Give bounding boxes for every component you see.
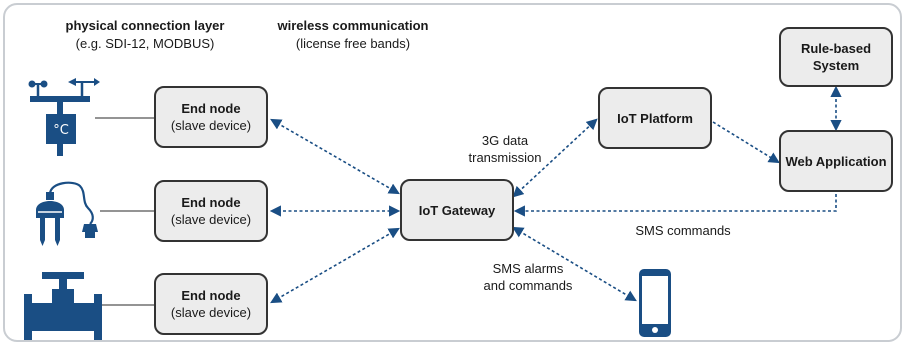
end-node-2-subtitle: (slave device) (170, 212, 252, 227)
end-node-1[interactable]: End node (slave device) (154, 86, 268, 148)
label-3g-data: 3G data transmission (450, 132, 560, 166)
iot-gateway-title: IoT Gateway (418, 202, 496, 218)
link-end-node-3-gateway (270, 227, 400, 304)
end-node-3-subtitle: (slave device) (170, 305, 252, 320)
wireless-subtitle: (license free bands) (295, 36, 411, 51)
physical-layer-header: physical connection layer (e.g. SDI-12, … (40, 17, 250, 53)
link-webapp-gateway (513, 194, 837, 217)
physical-layer-subtitle: (e.g. SDI-12, MODBUS) (75, 36, 215, 51)
end-node-3-title: End node (181, 288, 241, 303)
label-sms-alarms-line1: SMS alarms (492, 261, 564, 276)
wireless-title: wireless communication (277, 18, 429, 33)
end-node-2[interactable]: End node (slave device) (154, 180, 268, 242)
label-3g-data-line2: transmission (468, 150, 542, 165)
end-node-3[interactable]: End node (slave device) (154, 273, 268, 335)
link-platform-webapp (712, 121, 780, 164)
soil-moisture-sensor-icon (36, 181, 98, 246)
link-end-node-1-gateway (270, 118, 400, 195)
label-sms-alarms: SMS alarms and commands (468, 260, 588, 294)
water-valve-icon (24, 272, 102, 340)
label-sms-commands: SMS commands (618, 222, 748, 239)
rule-based-system-title: Rule-based System (800, 41, 872, 73)
web-application-title: Web Application (785, 153, 887, 169)
diagram-frame (3, 3, 902, 342)
iot-platform-node[interactable]: IoT Platform (598, 87, 712, 149)
end-node-1-title: End node (181, 101, 241, 116)
end-node-1-subtitle: (slave device) (170, 118, 252, 133)
link-gateway-platform (512, 118, 598, 198)
label-3g-data-line1: 3G data (481, 133, 529, 148)
label-sms-alarms-line2: and commands (483, 278, 573, 293)
label-sms-commands-text: SMS commands (635, 223, 731, 238)
physical-layer-title: physical connection layer (65, 18, 225, 33)
wireless-header: wireless communication (license free ban… (248, 17, 458, 53)
iot-gateway-node[interactable]: IoT Gateway (400, 179, 514, 241)
weather-station-icon: °C (28, 78, 100, 156)
iot-platform-title: IoT Platform (617, 110, 693, 126)
end-node-2-title: End node (181, 195, 241, 210)
rule-based-system-node[interactable]: Rule-based System (779, 27, 893, 87)
link-gateway-phone (512, 226, 637, 302)
smartphone-icon (639, 269, 671, 337)
web-application-node[interactable]: Web Application (779, 130, 893, 192)
svg-text:°C: °C (53, 123, 69, 138)
